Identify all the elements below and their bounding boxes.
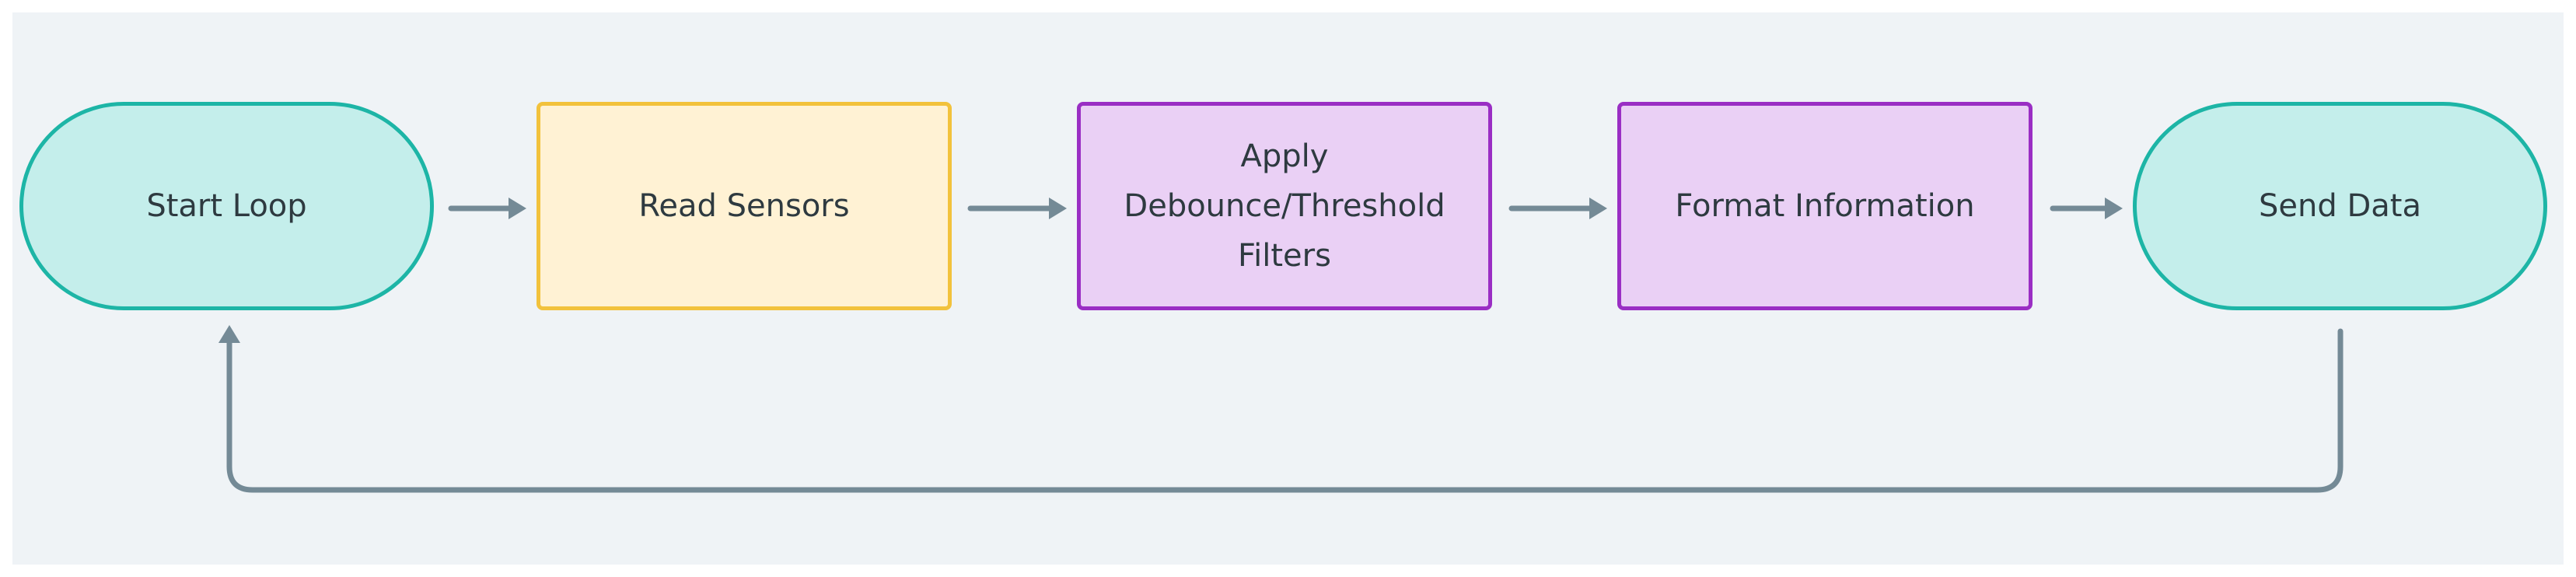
format-information-label: Format Information — [1675, 188, 1975, 224]
arrowhead-filter — [1049, 198, 1067, 219]
apply-filters-label: Apply Debounce/Threshold Filters — [1124, 138, 1445, 274]
send-data-label: Send Data — [2259, 188, 2421, 224]
arrowhead-send — [2105, 198, 2123, 219]
arrowhead-start — [218, 325, 240, 343]
read-sensors-node: Read Sensors — [537, 102, 952, 310]
read-sensors-label: Read Sensors — [638, 188, 850, 224]
arrowhead-read — [509, 198, 526, 219]
start-loop-label: Start Loop — [146, 188, 307, 224]
apply-filters-node: Apply Debounce/Threshold Filters — [1077, 102, 1492, 310]
loop-back-connector — [226, 328, 2344, 493]
format-information-node: Format Information — [1617, 102, 2032, 310]
send-data-node: Send Data — [2133, 102, 2547, 310]
start-loop-node: Start Loop — [19, 102, 434, 310]
arrowhead-format — [1589, 198, 1607, 219]
